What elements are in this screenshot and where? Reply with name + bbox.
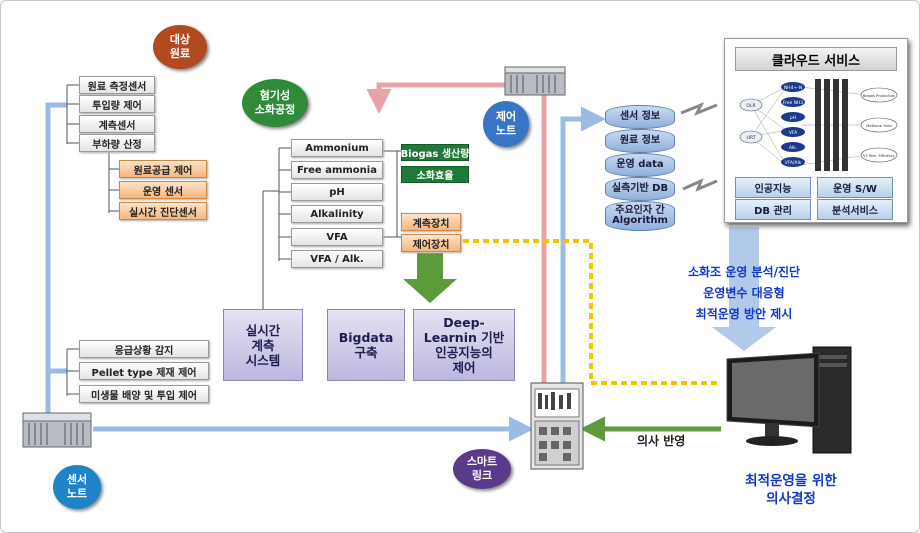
svg-text:VS Rem. Efficiency: VS Rem. Efficiency xyxy=(863,154,895,158)
material-orange-item: 실시간 진단센서 xyxy=(119,202,207,220)
decision-title-line: 의사결정 xyxy=(766,491,816,507)
control-pink-line xyxy=(366,82,547,383)
lightning-bottom xyxy=(682,178,718,192)
decision-reflect-label: 의사 반영 xyxy=(637,434,686,448)
analysis-line: 운영변수 대응형 xyxy=(703,286,785,300)
sensor-node-bubble: 센서 노트 xyxy=(53,465,101,509)
smart-link-device-icon xyxy=(530,382,584,470)
material-item: 투입량 제어 xyxy=(79,95,155,113)
cloud-analysis-button: 분석서비스 xyxy=(817,199,893,220)
anaerobic-process-bubble: 혐기성 소화공정 xyxy=(242,79,308,127)
deep-learning-control: Deep- Learnin 기반 인공지능의 제어 xyxy=(413,309,515,381)
digestion-efficiency: 소화효율 xyxy=(401,166,469,183)
analysis-line: 소화조 운영 분석/진단 xyxy=(687,265,801,279)
db-blue-arrow xyxy=(560,106,606,383)
parameter-item: Ammonium xyxy=(291,139,383,157)
svg-text:VFA/Alk: VFA/Alk xyxy=(785,160,802,166)
svg-text:Biogas Production: Biogas Production xyxy=(863,94,895,98)
database-item: 실측기반 DB xyxy=(605,177,675,201)
material-orange-item: 운영 센서 xyxy=(119,181,207,199)
sensor-item: 응급상황 감지 xyxy=(79,340,209,358)
bigdata-build: Bigdata 구축 xyxy=(327,309,405,381)
material-item: 계측센서 xyxy=(79,115,155,133)
sensor-item: 미생물 배양 및 투입 제어 xyxy=(79,385,209,403)
svg-text:OLR: OLR xyxy=(746,103,755,109)
decision-title-line: 최적운영을 위한 xyxy=(745,473,837,489)
parameter-item: VFA / Alk. xyxy=(291,250,383,268)
svg-text:HRT: HRT xyxy=(747,135,756,141)
control-node-bubble: 제어 노트 xyxy=(483,101,529,147)
sensor-server-icon xyxy=(22,412,92,448)
realtime-measurement-system: 실시간 계측 시스템 xyxy=(223,309,303,381)
database-item: 주요인자 간 Algorithm xyxy=(605,201,675,231)
biogas-production: Biogas 생산량 xyxy=(401,144,469,161)
parameter-item: pH xyxy=(291,183,383,201)
lightning-top xyxy=(680,102,718,116)
yellow-dotted xyxy=(463,239,721,385)
material-item: 원료 측정센서 xyxy=(79,76,155,94)
cloud-sw-button: 운영 S/W xyxy=(817,177,893,198)
control-server-icon xyxy=(504,66,566,96)
target-material-bubble: 대상 원료 xyxy=(153,25,207,69)
svg-text:Alk.: Alk. xyxy=(789,145,797,151)
cloud-service-panel: 클라우드 서비스 OLR HRT NH4+- xyxy=(724,38,908,223)
svg-text:Free NH3: Free NH3 xyxy=(783,100,804,106)
database-item: 센서 정보 xyxy=(605,105,675,129)
neural-network-icon: OLR HRT NH4+-N Free NH3 pH VFA Alk. VFA/… xyxy=(739,79,898,171)
control-device: 제어장치 xyxy=(401,234,461,252)
material-item: 부하량 산정 xyxy=(79,134,155,152)
left-blue-line xyxy=(45,102,67,416)
parameter-item: Alkalinity xyxy=(291,205,383,223)
svg-text:pH: pH xyxy=(790,115,796,121)
database-item: 운영 data xyxy=(605,153,675,177)
svg-text:Methane Yield: Methane Yield xyxy=(866,124,891,128)
sensor-item: Pellet type 제재 제어 xyxy=(79,362,209,380)
cloud-db-button: DB 관리 xyxy=(735,199,811,220)
analysis-line: 최적운영 방안 제시 xyxy=(695,307,793,321)
parameter-item: VFA xyxy=(291,228,383,246)
svg-text:NH4+-N: NH4+-N xyxy=(784,85,802,91)
svg-text:VFA: VFA xyxy=(789,130,798,136)
parameter-item: Free ammonia xyxy=(291,161,383,179)
cloud-title: 클라우드 서비스 xyxy=(735,47,897,71)
database-item: 원료 정보 xyxy=(605,129,675,153)
material-orange-item: 원료공급 제어 xyxy=(119,160,207,178)
cloud-ai-button: 인공지능 xyxy=(735,177,811,198)
blue-down-arrow xyxy=(712,227,776,351)
smart-link-bubble: 스마트 링크 xyxy=(453,449,511,489)
green-down-arrow xyxy=(403,253,457,303)
measuring-device: 계측장치 xyxy=(401,213,461,231)
computer-icon xyxy=(726,346,852,454)
